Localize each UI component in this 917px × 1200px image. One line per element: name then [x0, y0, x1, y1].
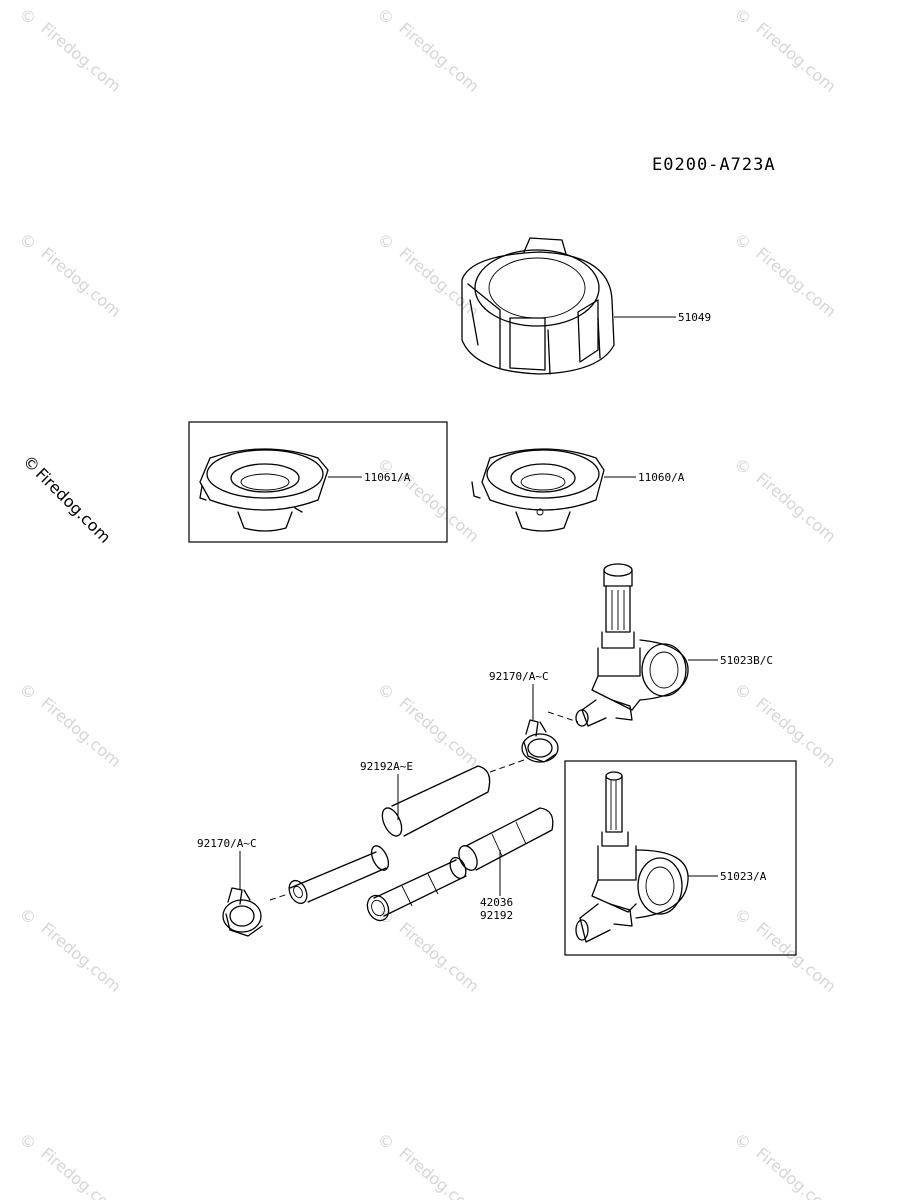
watermark: Firedog.com — [37, 919, 124, 996]
side-watermark: © Firedog.com — [19, 451, 114, 546]
label-42036: 42036 — [480, 896, 513, 909]
watermark: Firedog.com — [37, 244, 124, 321]
watermark: Firedog.com — [752, 469, 839, 546]
label-92192a-e: 92192A~E — [360, 760, 413, 773]
tank-seat-boxed-part — [199, 448, 329, 532]
label-11060-a: 11060/A — [638, 471, 685, 484]
hose-clamp-lower-part — [222, 887, 263, 937]
copyright-symbol: © — [20, 907, 36, 926]
copyright-symbol: © — [378, 1132, 394, 1151]
label-92170-upper: 92170/A~C — [489, 670, 549, 683]
watermark-layer: Firedog.com Firedog.com Firedog.com Fire… — [37, 19, 839, 1200]
copyright-symbols: © © © © © © © © © © © © © © © © © — [20, 7, 751, 1151]
diagram-code: E0200-A723A — [652, 155, 776, 175]
label-92170-lower: 92170/A~C — [197, 837, 257, 850]
copyright-symbol: © — [20, 232, 36, 251]
copyright-symbol: © — [378, 232, 394, 251]
fuel-cock-boxed-part — [575, 771, 689, 943]
watermark: Firedog.com — [395, 19, 482, 96]
copyright-symbol: © — [735, 232, 751, 251]
label-51023-a: 51023/A — [720, 870, 767, 883]
fuel-hose-upper-part — [288, 765, 491, 905]
watermark: Firedog.com — [395, 1144, 482, 1200]
hose-clamp-upper-part — [521, 719, 559, 763]
watermark: Firedog.com — [37, 19, 124, 96]
watermark: Firedog.com — [752, 244, 839, 321]
fuel-cock-upper-part — [575, 563, 689, 727]
label-51049: 51049 — [678, 311, 711, 324]
watermark: Firedog.com — [37, 1144, 124, 1200]
copyright-symbol: © — [735, 1132, 751, 1151]
watermark: Firedog.com — [752, 694, 839, 771]
copyright-symbol: © — [20, 682, 36, 701]
copyright-symbol: © — [378, 907, 394, 926]
copyright-symbol: © — [20, 1132, 36, 1151]
watermark: Firedog.com — [395, 919, 482, 996]
fuel-cap-part — [461, 237, 615, 375]
assembly-line — [547, 711, 579, 723]
watermark: Firedog.com — [752, 19, 839, 96]
watermark: Firedog.com — [752, 1144, 839, 1200]
copyright-symbol: © — [378, 682, 394, 701]
label-51023b-c: 51023B/C — [720, 654, 773, 667]
copyright-symbol: © — [20, 7, 36, 26]
label-92192: 92192 — [480, 909, 513, 922]
watermark: Firedog.com — [32, 464, 115, 547]
label-11061-a: 11061/A — [364, 471, 411, 484]
copyright-symbol: © — [378, 7, 394, 26]
assembly-line — [269, 893, 289, 901]
fuel-hose-lower-part — [366, 807, 554, 922]
tank-seat-part — [471, 448, 605, 532]
copyright-symbol: © — [735, 457, 751, 476]
watermark: Firedog.com — [37, 694, 124, 771]
copyright-symbol: © — [735, 682, 751, 701]
assembly-line — [489, 759, 525, 773]
copyright-symbol: © — [735, 7, 751, 26]
copyright-symbol: © — [735, 907, 751, 926]
copyright-symbol: © — [378, 457, 394, 476]
watermark: Firedog.com — [395, 244, 482, 321]
option-box-upper — [188, 421, 448, 543]
option-box-lower — [564, 760, 797, 956]
